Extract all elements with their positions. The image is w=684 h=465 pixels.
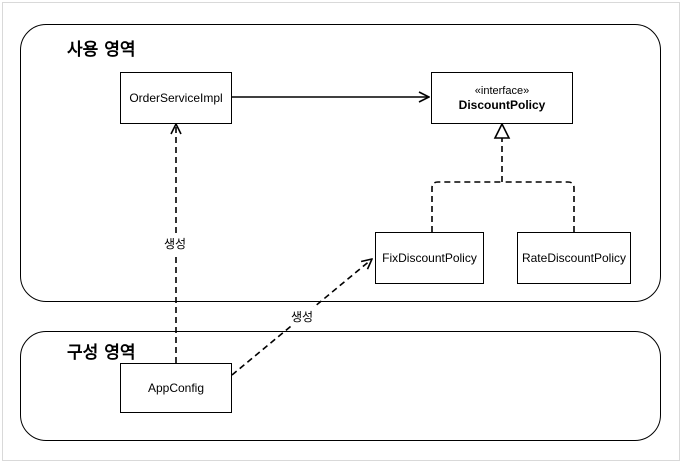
realization-triangle-icon [493,122,511,139]
fix-discount-policy-label: FixDiscountPolicy [382,251,477,265]
app-config-label: AppConfig [147,381,205,395]
fix-discount-policy-box[interactable]: FixDiscountPolicy [375,232,484,284]
discount-policy-stereotype: «interface» [474,84,530,97]
rate-discount-policy-label: RateDiscountPolicy [521,251,627,265]
edge-label-create-fix-policy: 생성 [290,307,315,326]
discount-policy-label: DiscountPolicy [458,97,546,112]
edge-label-create-order-service: 생성 [163,234,188,253]
order-service-impl-box[interactable]: OrderServiceImpl [120,72,232,124]
usage-region-title: 사용 영역 [67,40,136,60]
config-region-title: 구성 영역 [67,343,136,363]
canvas-frame [2,2,680,461]
realization-edge-rate [502,181,575,232]
rate-discount-policy-box[interactable]: RateDiscountPolicy [517,232,631,284]
app-config-box[interactable]: AppConfig [120,363,232,413]
order-service-impl-label: OrderServiceImpl [129,91,223,105]
discount-policy-box[interactable]: «interface» DiscountPolicy [431,72,573,124]
realization-edge-fix [431,181,502,232]
